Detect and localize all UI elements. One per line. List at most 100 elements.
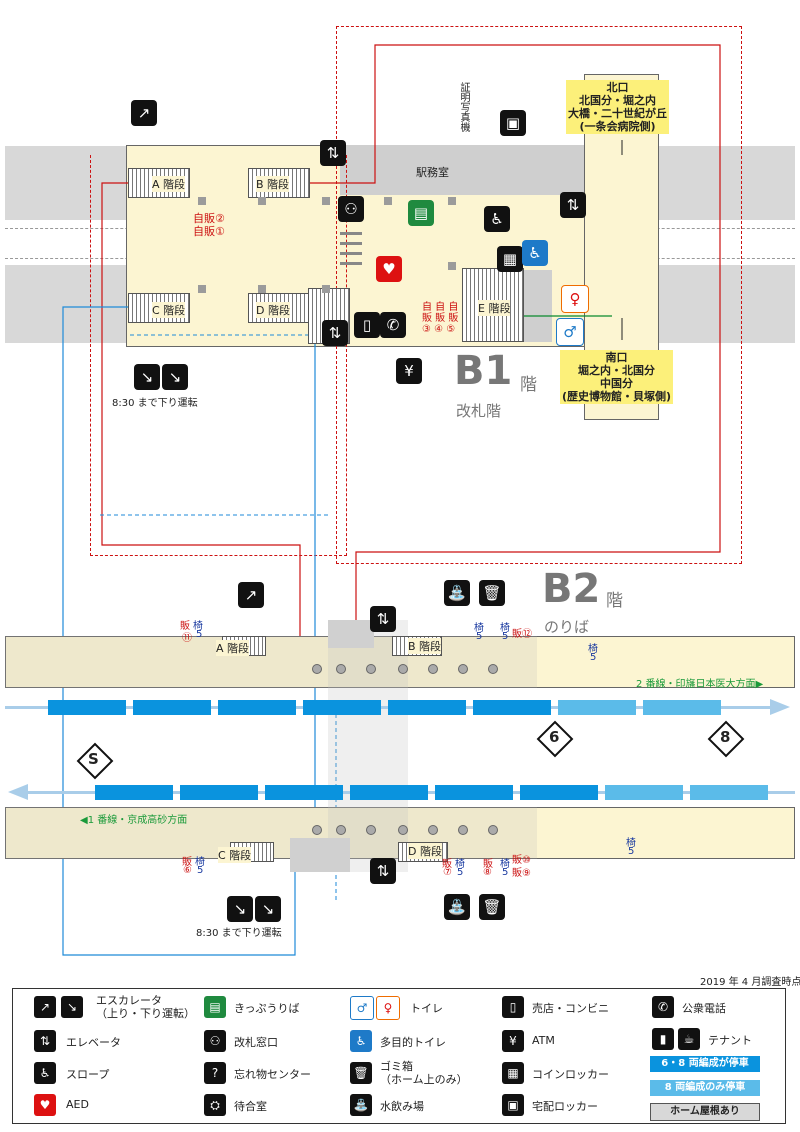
stair-d-label: D 階段 <box>256 302 290 318</box>
column <box>322 197 330 205</box>
slope-icon: ♿ <box>484 206 510 232</box>
elevator-icon: ⇅ <box>370 858 396 884</box>
elevator-icon: ⇅ <box>322 320 348 346</box>
elevator-icon: ⇅ <box>34 1030 56 1052</box>
south-exit-label: 南口 堀之内・北国分 中国分 (歴史博物館・貝塚側) <box>560 350 674 404</box>
elevator-icon: ⇅ <box>370 606 396 632</box>
ticket-machine-icon: ▤ <box>204 996 226 1018</box>
legend-roof: ホーム屋根あり <box>650 1103 760 1121</box>
slope-icon: ♿ <box>34 1062 56 1084</box>
car-8 <box>690 785 768 800</box>
red-dashed-boundary <box>90 155 347 556</box>
escalator-icon: ↗ <box>34 996 56 1018</box>
multi-toilet-icon: ♿ <box>350 1030 372 1052</box>
stair-well <box>328 620 374 648</box>
b2-floor-suffix: 階 <box>606 591 623 611</box>
water-fountain-icon: ⛲ <box>444 894 470 920</box>
escalator-icon: ↘ <box>162 364 188 390</box>
trash-icon: 🗑 <box>350 1062 372 1084</box>
ticket-window-icon: ⚇ <box>204 1030 226 1052</box>
legend-tenant: テナント <box>708 1034 752 1047</box>
north-exit-label: 北口 北国分・堀之内 大橋・二十世紀が丘 (一条会病院側) <box>566 80 669 134</box>
bench <box>340 252 362 255</box>
survey-note: 2019 年 4 月調査時点 <box>700 977 800 988</box>
car-68 <box>180 785 258 800</box>
ticket-machine-icon: ▤ <box>408 200 434 226</box>
station-office-label: 駅務室 <box>416 166 449 179</box>
seat-g-top: 椅 <box>455 859 465 870</box>
bench <box>340 262 362 265</box>
b2-floor-sub: のりば <box>544 618 590 636</box>
legend-escalator: エスカレータ （上り・下り運転） <box>96 994 195 1020</box>
column <box>448 197 456 205</box>
shop-icon: ▯ <box>354 312 380 338</box>
legend-delivery-locker: 宅配ロッカー <box>532 1100 598 1113</box>
vend-12: 販⑫ <box>512 629 532 640</box>
stop-8-label: 8 <box>720 728 731 746</box>
column <box>384 197 392 205</box>
seat-d-top: 椅 <box>588 644 598 655</box>
aed-icon: ♥ <box>34 1094 56 1116</box>
seat-g-num: 5 <box>457 867 464 878</box>
seat-c-num: 5 <box>502 631 509 642</box>
legend-trash: ゴミ箱 （ホーム上のみ） <box>380 1060 468 1086</box>
vend-8-num: ⑧ <box>483 867 492 878</box>
water-fountain-icon: ⛲ <box>444 580 470 606</box>
car-68 <box>473 700 551 715</box>
seat-b-num: 5 <box>476 631 483 642</box>
vend-11-num: ⑪ <box>182 633 192 644</box>
phone-icon: ✆ <box>380 312 406 338</box>
seat-e-num: 5 <box>628 846 635 857</box>
stair-d-b2-label: D 階段 <box>408 843 442 859</box>
legend-waiting-room: 待合室 <box>234 1100 267 1113</box>
car-68 <box>350 785 428 800</box>
seat-f-num: 5 <box>197 865 204 876</box>
delivery-locker-icon: ▣ <box>502 1094 524 1116</box>
coin-locker-icon: ▦ <box>502 1062 524 1084</box>
elevator-icon: ⇅ <box>560 192 586 218</box>
legend-ticket-machine: きっぷうりば <box>234 1002 300 1015</box>
male-toilet-icon: ♂ <box>350 996 374 1020</box>
seat-b-top: 椅 <box>474 623 484 634</box>
column <box>198 285 206 293</box>
escalator-icon: ↘ <box>255 896 281 922</box>
legend-elevator: エレベータ <box>66 1036 121 1049</box>
multi-toilet-icon: ♿ <box>522 240 548 266</box>
vend-10: 販⑩ <box>512 855 531 866</box>
stop-s-label: S <box>88 750 99 768</box>
seat-h-top: 椅 <box>500 859 510 870</box>
legend-slope: スロープ <box>66 1068 110 1081</box>
car-68 <box>303 700 381 715</box>
legend-multi-toilet: 多目的トイレ <box>380 1036 446 1049</box>
column <box>258 285 266 293</box>
photo-booth-label: 証明写真機 <box>458 82 469 132</box>
legend-water: 水飲み場 <box>380 1100 424 1113</box>
escalator-icon: ↘ <box>61 996 83 1018</box>
phone-icon: ✆ <box>652 996 674 1018</box>
tenant-cafe-icon: ☕ <box>678 1028 700 1050</box>
legend-aed: AED <box>66 1098 89 1111</box>
female-toilet-icon: ♀ <box>376 996 400 1020</box>
stair-c-label: C 階段 <box>152 302 186 318</box>
tenant-drink-icon: ▮ <box>652 1028 674 1050</box>
column <box>198 197 206 205</box>
legend-shop: 売店・コンビニ <box>532 1002 609 1015</box>
car-68 <box>48 700 126 715</box>
seat-h-num: 5 <box>502 867 509 878</box>
car-68 <box>520 785 598 800</box>
track-2-arrow-icon <box>770 699 790 715</box>
stair-well <box>290 838 350 872</box>
seat-c-top: 椅 <box>500 623 510 634</box>
station-office-area <box>340 145 585 195</box>
legend-box <box>12 988 786 1124</box>
elevator-icon: ⇅ <box>320 140 346 166</box>
trash-icon: 🗑 <box>479 580 505 606</box>
car-68 <box>133 700 211 715</box>
stair-e-label: E 階段 <box>478 300 511 316</box>
seat-d-num: 5 <box>590 652 597 663</box>
line1-direction-label: ◀1 番線・京成高砂方面 <box>80 815 188 826</box>
atm-icon: ¥ <box>502 1030 524 1052</box>
lost-found-icon: ? <box>204 1062 226 1084</box>
car-68 <box>265 785 343 800</box>
water-fountain-icon: ⛲ <box>350 1094 372 1116</box>
